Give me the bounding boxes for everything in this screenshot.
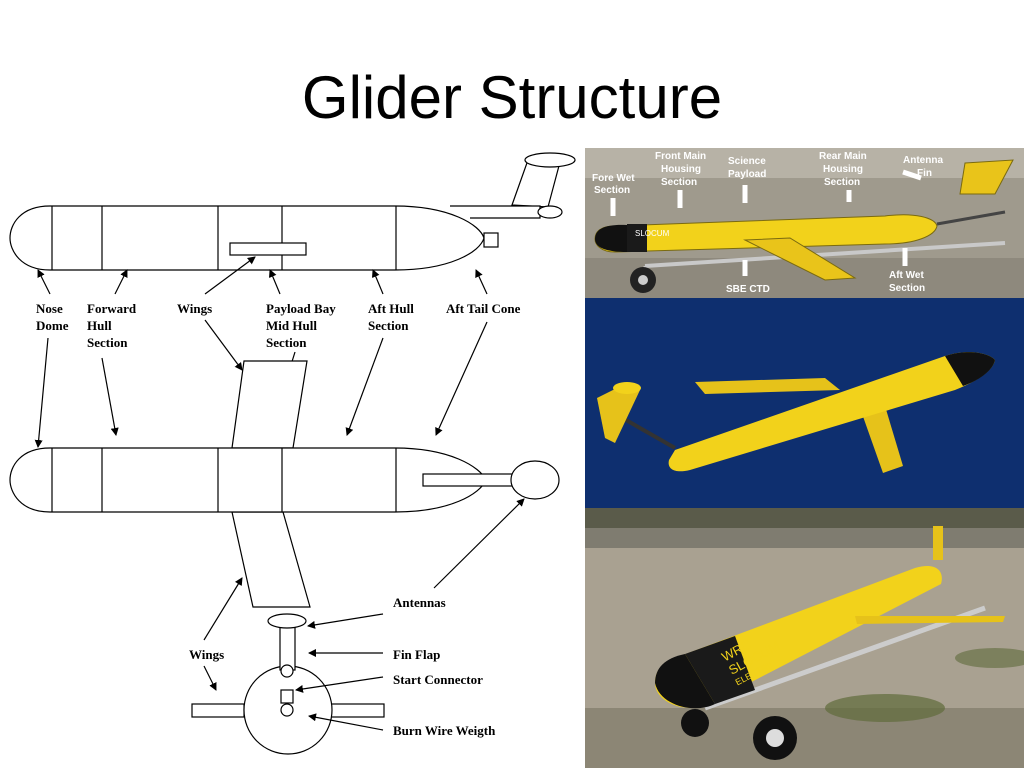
side-view-glider [9,152,576,271]
label-payload-bay: Payload Bay Mid Hull Section [266,301,339,350]
label-aft-tail-cone: Aft Tail Cone [446,301,521,316]
top-antenna-tip [510,460,560,500]
top-tail-boom [422,473,517,487]
hull-outline [9,205,485,271]
annot-sbe-ctd: SBE CTD [726,284,770,295]
side-view-labels: Nose Dome Forward Hull Section Wings Pay… [36,301,521,350]
svg-text:SLOCUM: SLOCUM [635,229,670,238]
top-hull-outline [9,447,487,513]
end-antenna-mast [279,621,296,671]
label-aft-hull: Aft Hull Section [368,301,417,333]
wing-stub [229,242,307,256]
label-wings-bottom: Wings [189,647,224,662]
end-start-connector [280,689,294,704]
lower-wing [231,511,311,608]
page-title: Glider Structure [301,64,723,131]
label-burn-wire: Burn Wire Weigth [393,723,496,738]
end-wing-left [191,703,245,718]
end-view-glider [191,613,385,755]
label-nose-dome: Nose Dome [36,301,69,333]
hull-brand-text: WRC SLOCUM ELECTRIC [719,623,791,687]
end-antenna-top [267,613,307,629]
end-burn-wire [280,703,294,717]
tail-boom [450,205,541,219]
label-forward-hull: Forward Hull Section [87,301,139,350]
aft-box [483,232,499,248]
label-wings-top: Wings [177,301,212,316]
label-antennas: Antennas [393,595,446,610]
end-fin-flap [280,664,294,678]
upper-wing [231,360,308,449]
end-view-labels: Antennas Fin Flap Start Connector Burn W… [189,595,496,738]
label-fin-flap: Fin Flap [393,647,440,662]
end-view-arrows [203,498,525,731]
photo-glider-outdoors: WRC SLOCUM ELECTRIC [585,508,1024,768]
tail-boom-end [537,205,563,219]
antenna-tip [524,152,576,168]
end-wing-right [330,703,385,718]
label-start-connector: Start Connector [393,672,483,687]
side-view-arrows [37,256,488,295]
top-view-glider [9,360,560,608]
photo-glider-in-water [585,298,1024,508]
photo-annotation-arrows [610,169,922,276]
